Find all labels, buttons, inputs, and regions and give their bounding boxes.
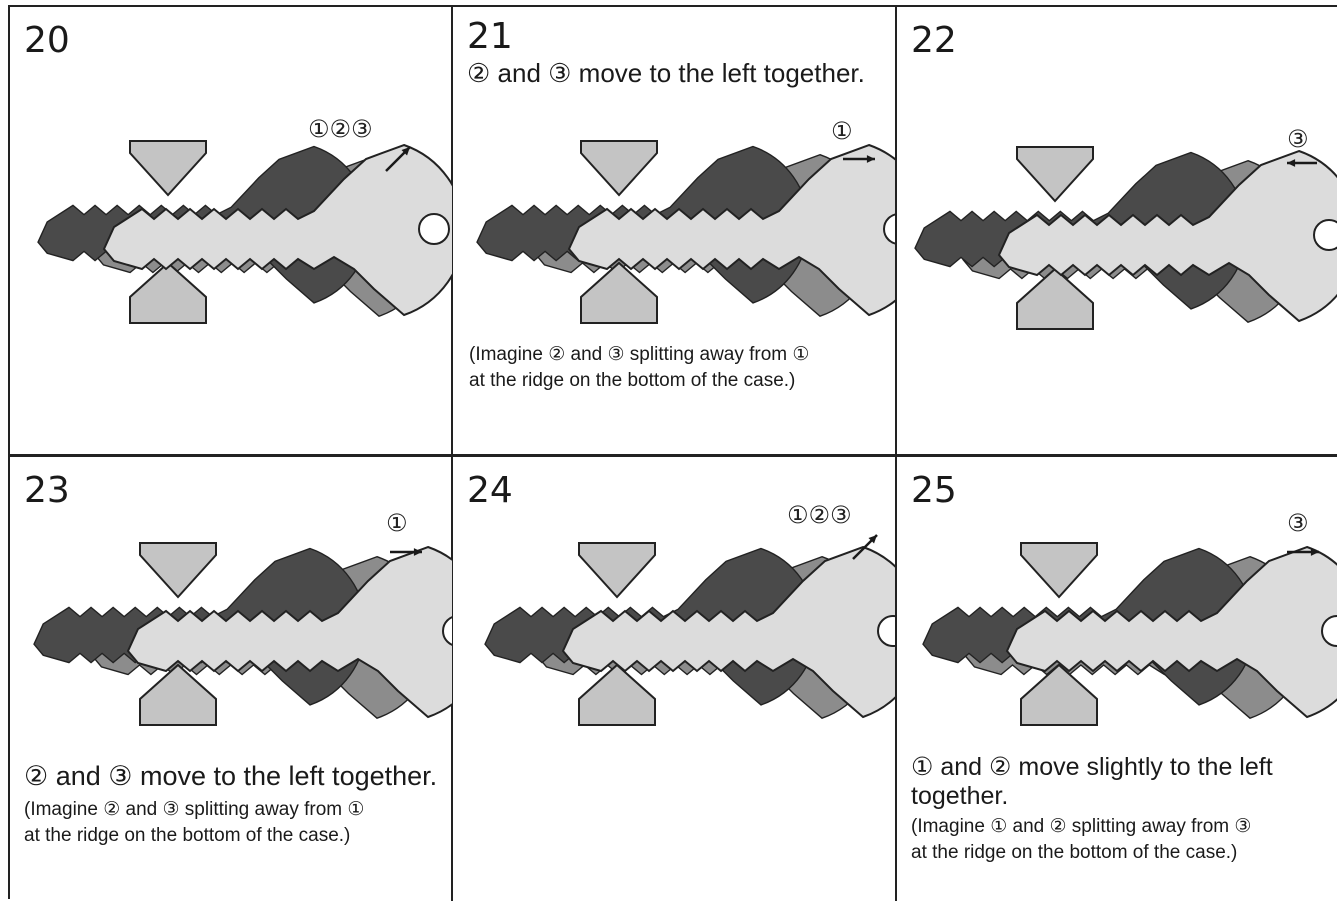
panel-caption: ② and ③ move to the left together. — [24, 761, 437, 792]
piece-marker-label: ①②③ — [787, 501, 852, 529]
piece-marker-label: ① — [386, 509, 408, 537]
case-wedge-top — [140, 543, 216, 597]
case-wedge-top — [1017, 147, 1093, 201]
panel-note-line-2: at the ridge on the bottom of the case.) — [911, 840, 1237, 865]
key-hole — [419, 214, 449, 244]
panel-22: 22 ©HANAYAMA③ — [897, 7, 1337, 452]
case-wedge-top — [130, 141, 206, 195]
key-stack: ©HANAYAMA — [923, 543, 1337, 725]
key-stack: ©HANAYAMA — [485, 543, 895, 725]
case-wedge-bottom — [130, 263, 206, 323]
key-hole — [1314, 220, 1337, 250]
case-wedge-bottom — [1017, 269, 1093, 329]
panel-note-line-1: (Imagine ① and ② splitting away from ③ — [911, 814, 1251, 839]
piece-marker-label: ①②③ — [308, 115, 373, 143]
case-wedge-top — [581, 141, 657, 195]
panel-caption-line-2: together. — [911, 782, 1008, 811]
key-puzzle-illustration: ©HANAYAMA ①②③ — [453, 457, 895, 902]
case-wedge-top — [579, 543, 655, 597]
panel-25: 25 ©HANAYAMA③ ① and ② move slightly to t… — [897, 457, 1337, 902]
piece-marker-label: ③ — [1287, 125, 1309, 153]
panel-note-line-2: at the ridge on the bottom of the case.) — [469, 368, 795, 393]
panel-note-line-1: (Imagine ② and ③ splitting away from ① — [469, 342, 809, 367]
piece-marker-label: ① — [831, 117, 853, 145]
panel-21: 21 ② and ③ move to the left together. ©H… — [453, 7, 895, 452]
case-wedge-bottom — [579, 665, 655, 725]
panel-note-line-1: (Imagine ② and ③ splitting away from ① — [24, 797, 364, 822]
key-stack: ©HANAYAMA — [34, 543, 452, 725]
piece-marker-label: ③ — [1287, 509, 1309, 537]
case-wedge-bottom — [1021, 665, 1097, 725]
key-stack: ©HANAYAMA — [915, 147, 1337, 329]
key-puzzle-illustration: ©HANAYAMA③ — [897, 7, 1337, 452]
panel-note-line-2: at the ridge on the bottom of the case.) — [24, 823, 350, 848]
panel-caption-line-1: ① and ② move slightly to the left — [911, 753, 1273, 782]
key-stack: ©HANAYAMA — [477, 141, 895, 323]
case-wedge-top — [1021, 543, 1097, 597]
